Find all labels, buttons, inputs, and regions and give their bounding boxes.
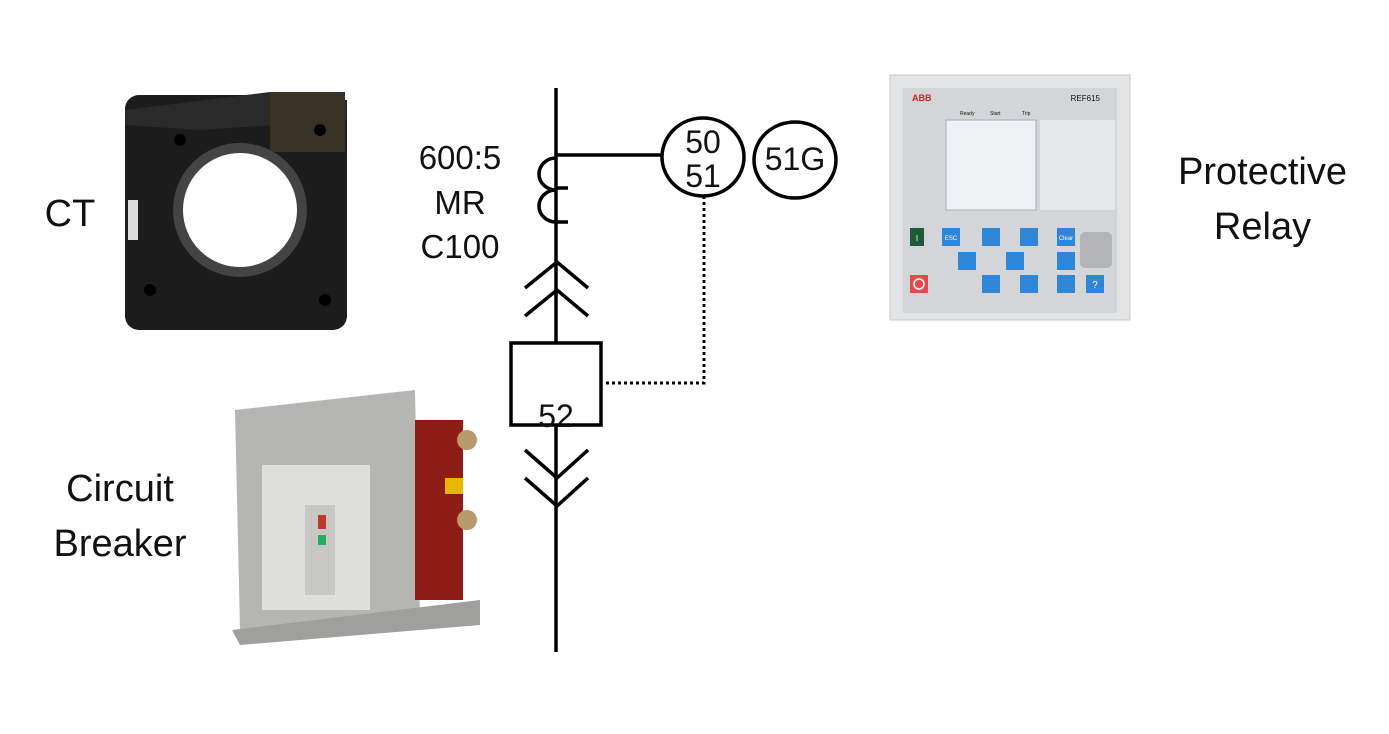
ct-accuracy-class: C100 [420,228,500,266]
svg-text:Trip: Trip [1022,111,1031,117]
relay-51-text: 51 [685,157,721,194]
svg-text:ABB: ABB [912,93,932,103]
upper-disconnect [523,259,590,318]
ct-ratio: 600:5 [418,139,502,176]
ct-spec: 600:5 MR C100 [400,136,520,270]
breaker-52-text: 52 [538,398,574,434]
protective-relay-label-line2: Relay [1213,206,1312,249]
relay-50-text: 50 [685,124,721,160]
lower-disconnect [523,448,590,509]
relay-51g-circle [752,120,838,200]
relay-50-51-label: 50 51 [640,124,766,194]
trip-wire [603,196,706,385]
svg-text:I: I [916,234,918,243]
svg-text:REF615: REF615 [1071,94,1101,103]
ct-label: CT [44,193,96,235]
ct-symbol [537,156,568,224]
protective-relay-label: Protective Relay [1140,145,1385,255]
svg-text:Ready: Ready [960,111,975,117]
circuit-breaker-label-line1: Circuit [66,468,174,510]
svg-text:Start: Start [990,111,1001,117]
svg-text:Clear: Clear [1059,236,1073,242]
ct-multi-ratio: MR [434,183,486,221]
circuit-breaker-label: Circuit Breaker [20,462,220,572]
relay-51g-text: 51G [764,141,826,177]
circuit-breaker-label-line2: Breaker [53,523,187,566]
protective-relay-label-line1: Protective [1178,151,1347,193]
svg-text:ESC: ESC [945,236,958,242]
svg-text:?: ? [1092,280,1098,291]
breaker-52-box [509,341,603,427]
